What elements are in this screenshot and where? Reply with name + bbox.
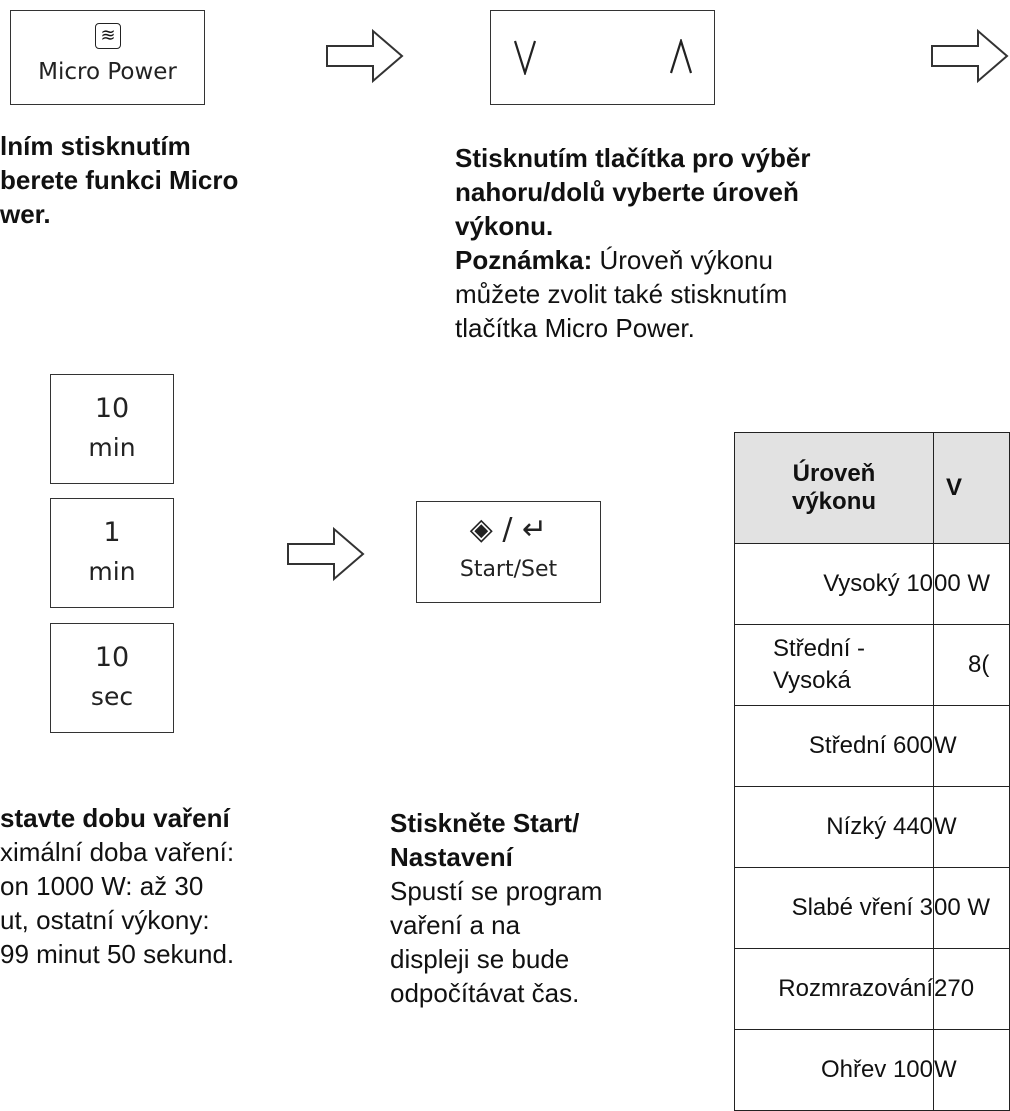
start-set-label: Start/Set — [459, 557, 558, 582]
header-power-level: Úroveň výkonu — [733, 432, 935, 544]
note-label: Poznámka: — [455, 245, 593, 275]
start-icon: ◈ / ↵ — [469, 512, 548, 547]
micro-power-key-label: Micro Power — [38, 59, 177, 85]
chevron-up-icon[interactable] — [669, 37, 693, 80]
table-row: Slabé vření 3 00 W — [733, 867, 1010, 949]
micro-power-key[interactable]: ≋ Micro Power — [10, 10, 205, 105]
arrow-right-icon — [325, 28, 405, 84]
table-row: Střední - Vysoká 8( — [733, 624, 1010, 706]
up-down-key[interactable] — [490, 10, 715, 105]
key-10-min[interactable]: 10 min — [50, 374, 174, 484]
arrow-right-icon — [286, 526, 366, 582]
table-row: Ohřev 100 W — [733, 1029, 1010, 1111]
step4-text: Stiskněte Start/ Nastavení Spustí se pro… — [390, 808, 603, 1008]
table-row: Rozmrazování 270 — [733, 948, 1010, 1030]
step3-text: stavte dobu vaření ximální doba vaření: … — [0, 803, 235, 969]
microwave-waves-icon: ≋ — [95, 23, 121, 49]
key-1-min[interactable]: 1 min — [50, 498, 174, 608]
key-10-sec[interactable]: 10 sec — [50, 623, 174, 733]
step1-text: lním stisknutím berete funkci Micro wer. — [0, 131, 239, 229]
header-power: V — [933, 432, 1010, 544]
table-row: Vysoký 10 00 W — [733, 543, 1010, 625]
power-level-table: Úroveň výkonu V Vysoký 10 00 W Střední -… — [733, 432, 1010, 1111]
table-row: Nízký 440 W — [733, 786, 1010, 868]
start-set-key[interactable]: ◈ / ↵ Start/Set — [416, 501, 601, 603]
chevron-down-icon[interactable] — [513, 39, 537, 80]
step2-text: Stisknutím tlačítka pro výběr nahoru/dol… — [455, 143, 811, 343]
table-row: Střední 600 W — [733, 705, 1010, 787]
table-header-row: Úroveň výkonu V — [733, 432, 1010, 544]
arrow-right-icon — [930, 28, 1010, 84]
